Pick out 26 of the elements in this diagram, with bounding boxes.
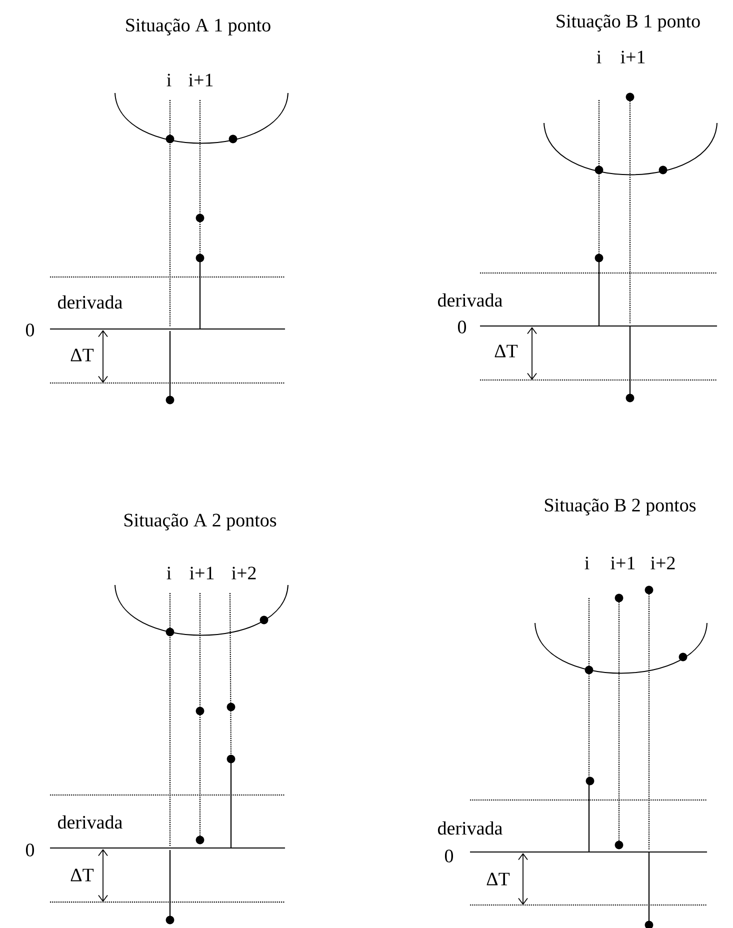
dimension-label: ΔT bbox=[486, 872, 510, 886]
index-label: i bbox=[166, 74, 172, 86]
axis-value: 0 bbox=[26, 844, 34, 856]
axis-label: derivada bbox=[438, 821, 502, 835]
panel-title: Situação B 1 ponto bbox=[556, 14, 700, 32]
index-label: i bbox=[596, 50, 602, 64]
axis-label: derivada bbox=[438, 293, 502, 307]
axis-value: 0 bbox=[458, 320, 466, 334]
index-label: i+2 bbox=[232, 566, 256, 580]
panel-title: Situação B 2 pontos bbox=[545, 498, 696, 516]
dimension-label: ΔT bbox=[70, 348, 94, 362]
axis-label: derivada bbox=[58, 815, 122, 829]
panel-title: Situação A 1 ponto bbox=[126, 18, 270, 36]
axis-label: derivada bbox=[58, 295, 122, 309]
index-label: i+1 bbox=[188, 74, 213, 86]
index-label: i+1 bbox=[620, 50, 645, 64]
index-label: i bbox=[584, 556, 590, 570]
index-label: i+1 bbox=[610, 556, 635, 570]
axis-value: 0 bbox=[444, 850, 454, 862]
dimension-label: ΔT bbox=[70, 868, 94, 882]
index-label: i+2 bbox=[650, 556, 675, 570]
panel-title: Situação A 2 pontos bbox=[124, 514, 276, 530]
index-label: i bbox=[166, 566, 172, 580]
axis-value: 0 bbox=[26, 324, 34, 336]
index-label: i+1 bbox=[190, 566, 214, 580]
dimension-label: ΔT bbox=[494, 344, 518, 358]
